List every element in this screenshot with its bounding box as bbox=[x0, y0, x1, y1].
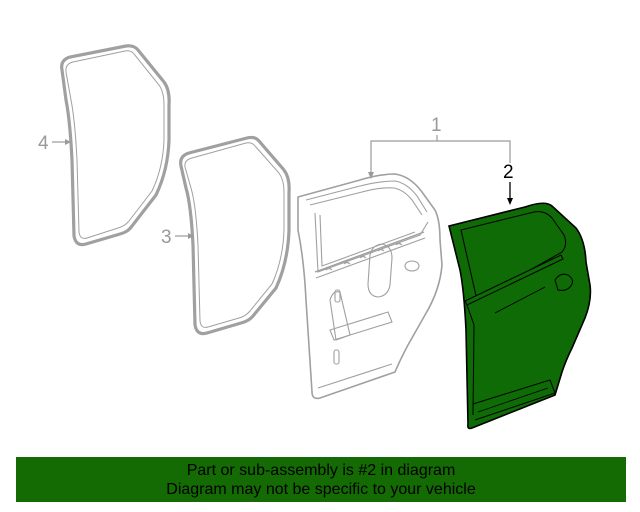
callout-2-arrow bbox=[507, 182, 513, 205]
weatherstrip-4[interactable] bbox=[60, 44, 171, 247]
callout-1-label: 1 bbox=[431, 115, 442, 136]
callout-3-label: 3 bbox=[161, 227, 172, 248]
door-panel-2[interactable] bbox=[448, 202, 592, 430]
info-banner: Part or sub-assembly is #2 in diagram Di… bbox=[16, 457, 626, 502]
callout-4-arrow bbox=[52, 139, 71, 145]
parts-diagram: 4 3 1 2 bbox=[38, 44, 592, 430]
callout-4-label: 4 bbox=[38, 133, 49, 154]
banner-line-part-info: Part or sub-assembly is #2 in diagram bbox=[186, 462, 456, 479]
weatherstrip-3[interactable] bbox=[179, 135, 291, 336]
callout-2-label: 2 bbox=[503, 162, 514, 183]
callout-3-arrow bbox=[175, 233, 194, 239]
callout-1-bracket bbox=[368, 135, 511, 179]
banner-line-disclaimer: Diagram may not be specific to your vehi… bbox=[166, 481, 476, 498]
door-shell-1[interactable] bbox=[297, 173, 443, 400]
